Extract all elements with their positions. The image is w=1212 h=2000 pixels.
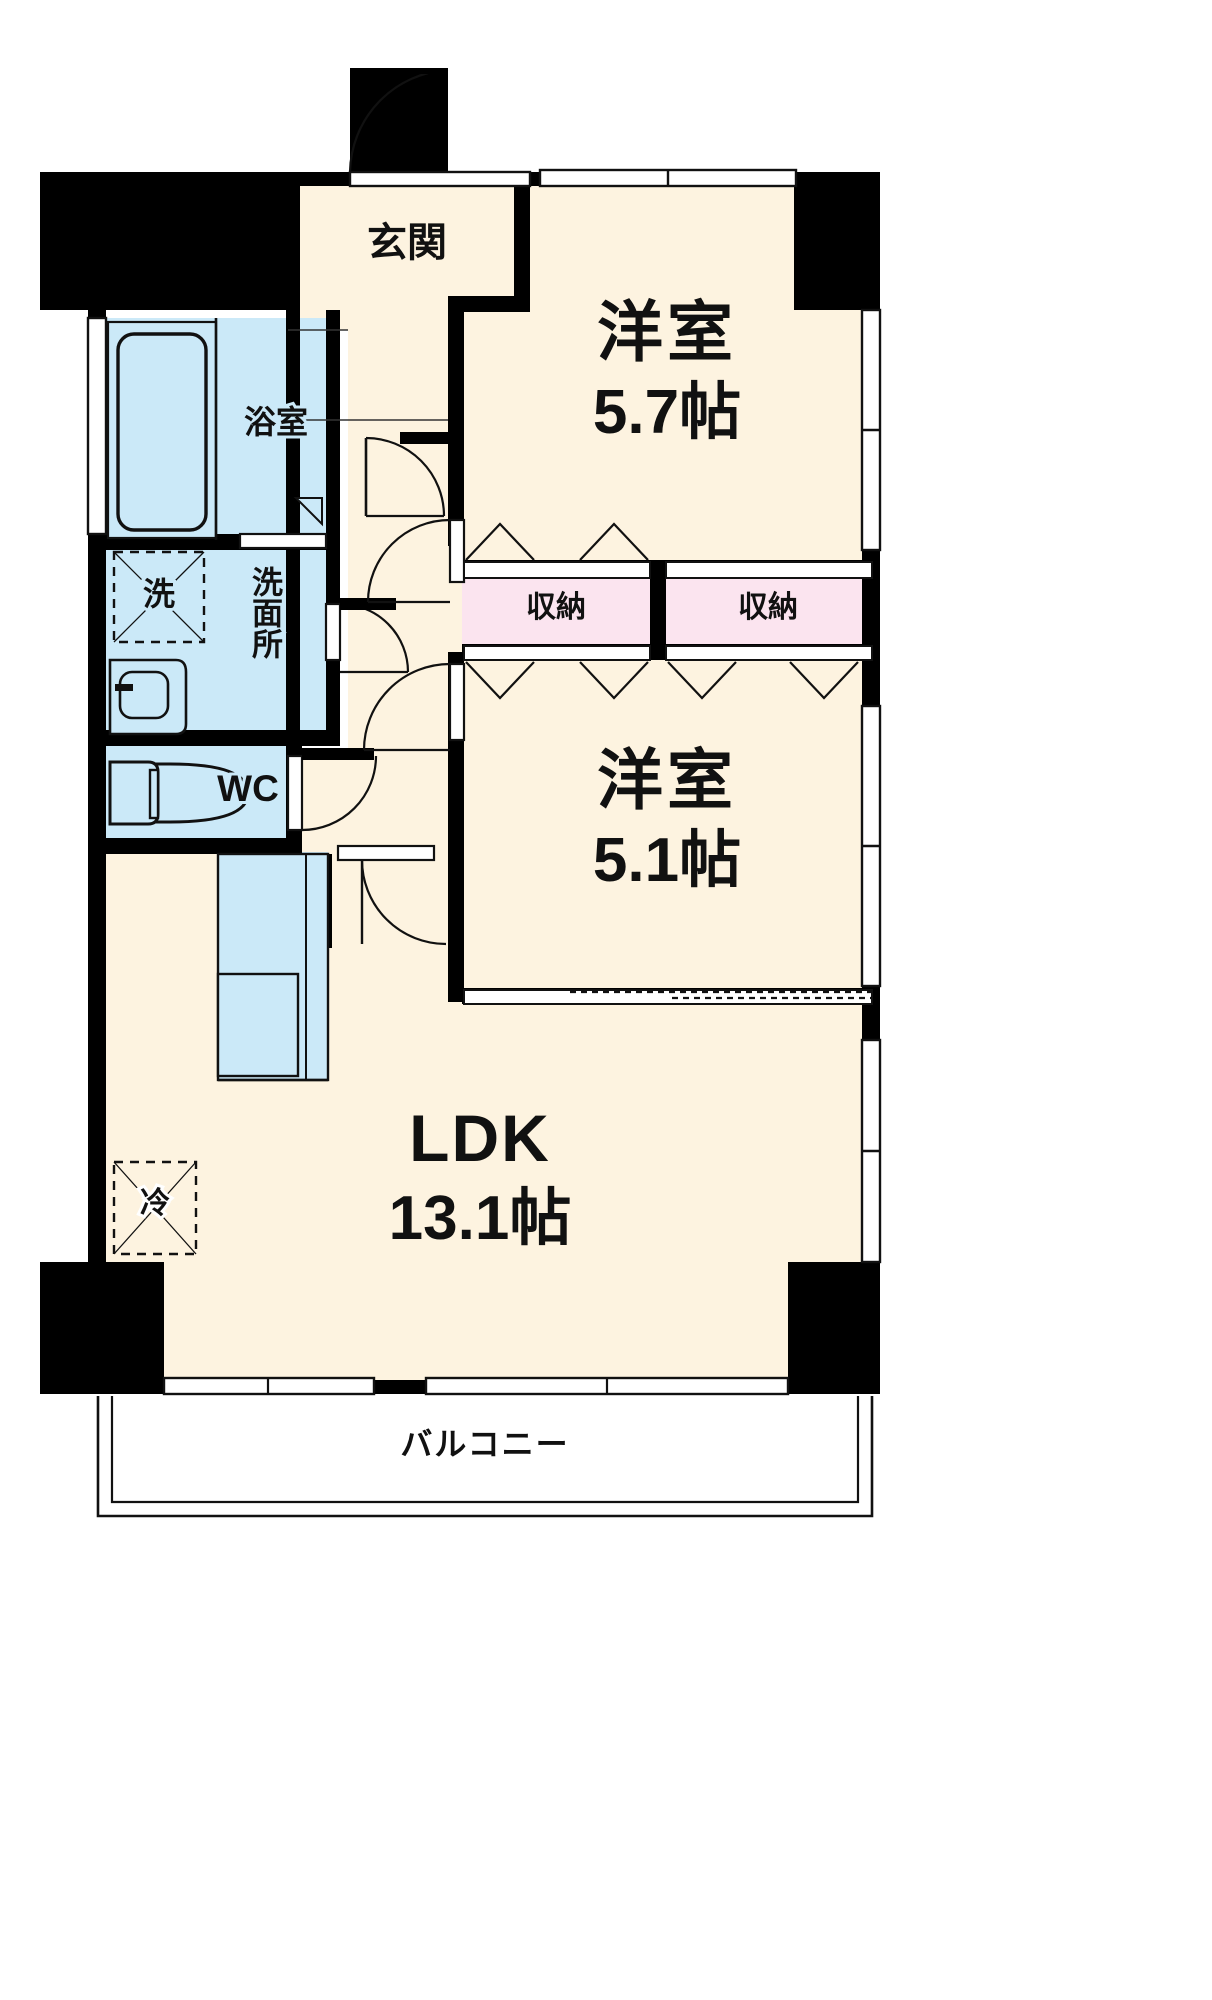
pillar-bottom-left (40, 1262, 164, 1394)
wall-senmen-bottom (88, 730, 340, 746)
wall-bath-right (326, 310, 340, 540)
wall-genkan-left (286, 186, 300, 752)
wall-room2-left (448, 652, 464, 1002)
wall-genkan-step (448, 296, 530, 312)
label-balcony: バルコニー (397, 1424, 570, 1464)
wall-genkan-right (514, 182, 530, 304)
wall-genkan-hall-right (448, 296, 464, 546)
wall-closet-divider (650, 572, 666, 650)
wall-closet-bottom (462, 644, 872, 660)
label-washing-machine: 洗 (140, 574, 178, 614)
label-room2-name: 洋室 (594, 742, 737, 817)
pillar-bottom-right (788, 1262, 880, 1394)
entrance-door-icon (348, 68, 532, 188)
label-room1-name: 洋室 (594, 294, 737, 369)
wall-left (88, 172, 106, 1394)
label-room1-size: 5.7帖 (590, 377, 744, 448)
label-senmenjo: 洗面所 (244, 563, 285, 662)
wall-senmen-right (326, 548, 340, 738)
closet-right (664, 578, 872, 644)
wall-room1-bottom (462, 560, 872, 578)
wall-bottom (40, 1380, 880, 1394)
wall-bath-bottom (88, 534, 340, 550)
room-senmenjo (105, 548, 337, 734)
wall-nub-corridor (288, 854, 332, 948)
wall-room2-bottom (462, 988, 872, 1004)
label-ldk-size: 13.1帖 (386, 1183, 575, 1254)
label-yokushitsu: 浴室 (241, 402, 311, 442)
label-refrigerator: 冷 (137, 1185, 173, 1223)
label-room2-size: 5.1帖 (590, 825, 744, 896)
pillar-top-left (40, 172, 288, 310)
label-ldk-name: LDK (406, 1100, 552, 1175)
label-closet-left: 収納 (523, 589, 589, 627)
closet-left (462, 578, 650, 644)
wall-wc-bottom (88, 838, 302, 854)
pillar-top-right (794, 172, 880, 310)
label-genkan: 玄関 (364, 219, 450, 267)
label-closet-right: 収納 (735, 589, 801, 627)
label-wc: WC (214, 766, 282, 811)
